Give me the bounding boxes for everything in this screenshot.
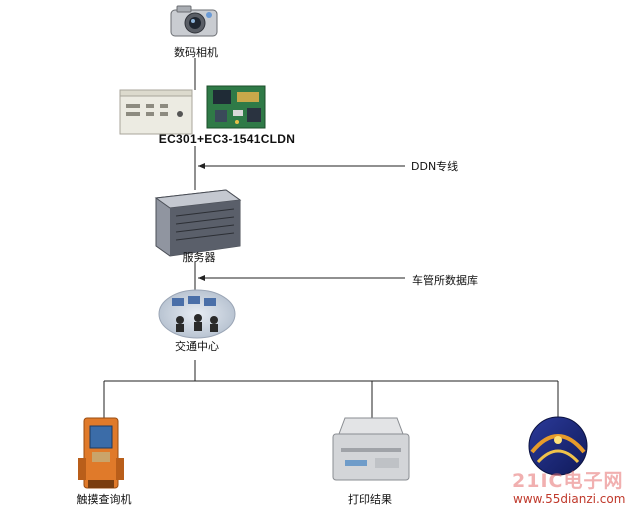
camera-label: 数码相机: [174, 46, 218, 59]
ec-controller-icon: [119, 89, 193, 135]
printer-icon: [332, 417, 410, 481]
traffic-center-label: 交通中心: [175, 340, 219, 353]
display-disc-icon: [528, 416, 588, 476]
circuit-board-icon: [206, 85, 266, 129]
ec-board-label: EC301+EC3-1541CLDN: [158, 132, 296, 146]
connectors: [103, 58, 559, 420]
camera-icon: [170, 5, 218, 37]
kiosk-label: 触摸查询机: [76, 493, 132, 506]
watermark-url: www.55dianzi.com: [513, 492, 626, 506]
traffic-center-icon: [158, 289, 236, 339]
printer-label: 打印结果: [348, 493, 392, 506]
ddn-label: DDN专线: [411, 160, 459, 173]
kiosk-icon: [78, 417, 124, 489]
vehicle-db-label: 车管所数据库: [412, 274, 478, 287]
server-icon: [154, 189, 242, 257]
watermark-logo: 21IC电子网: [512, 470, 624, 492]
server-label: 服务器: [182, 251, 216, 264]
